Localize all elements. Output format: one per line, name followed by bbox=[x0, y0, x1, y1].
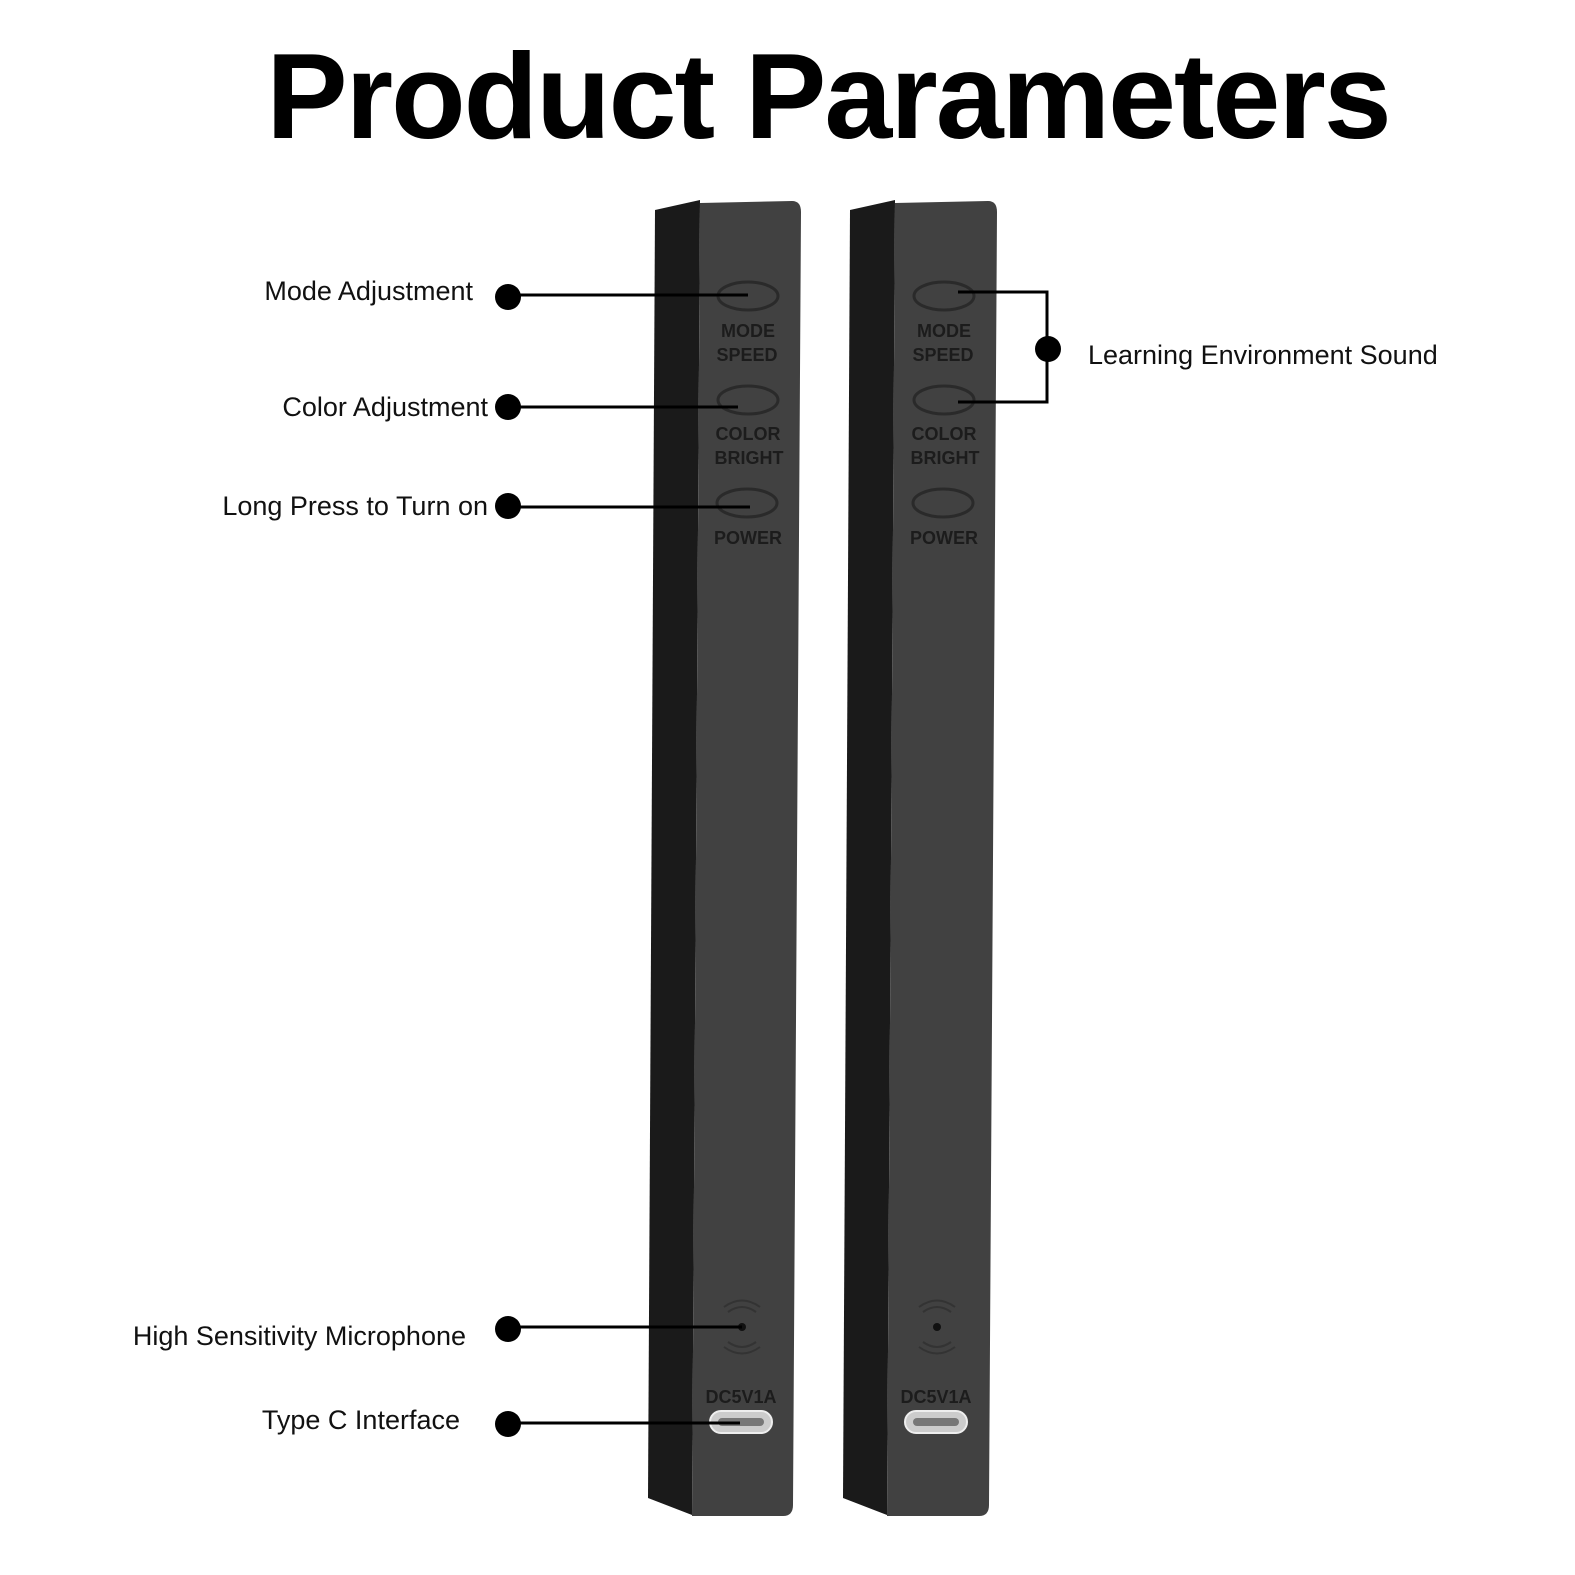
rating-label: DC5V1A bbox=[705, 1387, 776, 1407]
bright-label: BRIGHT bbox=[911, 448, 980, 468]
mode-label: MODE bbox=[917, 321, 971, 341]
speed-label: SPEED bbox=[716, 345, 777, 365]
callout-label: Color Adjustment bbox=[282, 392, 488, 422]
power-label: POWER bbox=[910, 528, 978, 548]
color-label: COLOR bbox=[912, 424, 977, 444]
page-title: Product Parameters bbox=[266, 28, 1389, 164]
color-label: COLOR bbox=[716, 424, 781, 444]
callout-dot-icon bbox=[495, 284, 521, 310]
microphone-icon bbox=[918, 1299, 956, 1355]
callout-dot-icon bbox=[1035, 336, 1061, 362]
callout-power: Long Press to Turn on bbox=[222, 491, 750, 521]
color-button[interactable] bbox=[716, 384, 780, 416]
callout-label: High Sensitivity Microphone bbox=[133, 1321, 466, 1351]
speed-label: SPEED bbox=[912, 345, 973, 365]
mode-button[interactable] bbox=[912, 280, 976, 312]
callout-label: Long Press to Turn on bbox=[222, 491, 488, 521]
callout-color: Color Adjustment bbox=[282, 392, 738, 422]
callout-mode: Mode Adjustment bbox=[264, 276, 748, 310]
rating-label: DC5V1A bbox=[900, 1387, 971, 1407]
color-button[interactable] bbox=[912, 384, 976, 416]
callout-microphone: High Sensitivity Microphone bbox=[133, 1316, 742, 1351]
bright-label: BRIGHT bbox=[715, 448, 784, 468]
light-bar-right: MODE SPEED COLOR BRIGHT POWER DC5V1A bbox=[843, 200, 997, 1516]
callout-label: Learning Environment Sound bbox=[1088, 340, 1438, 370]
power-label: POWER bbox=[714, 528, 782, 548]
callout-label: Mode Adjustment bbox=[264, 276, 473, 306]
mode-label: MODE bbox=[721, 321, 775, 341]
callout-label: Type C Interface bbox=[262, 1405, 460, 1435]
callout-type-c: Type C Interface bbox=[262, 1405, 740, 1437]
callout-dot-icon bbox=[495, 1316, 521, 1342]
callout-learning: Learning Environment Sound bbox=[958, 290, 1438, 404]
power-button[interactable] bbox=[715, 487, 779, 519]
power-button[interactable] bbox=[911, 487, 975, 519]
light-bar-left: MODE SPEED COLOR BRIGHT POWER DC5V1A bbox=[648, 200, 801, 1516]
